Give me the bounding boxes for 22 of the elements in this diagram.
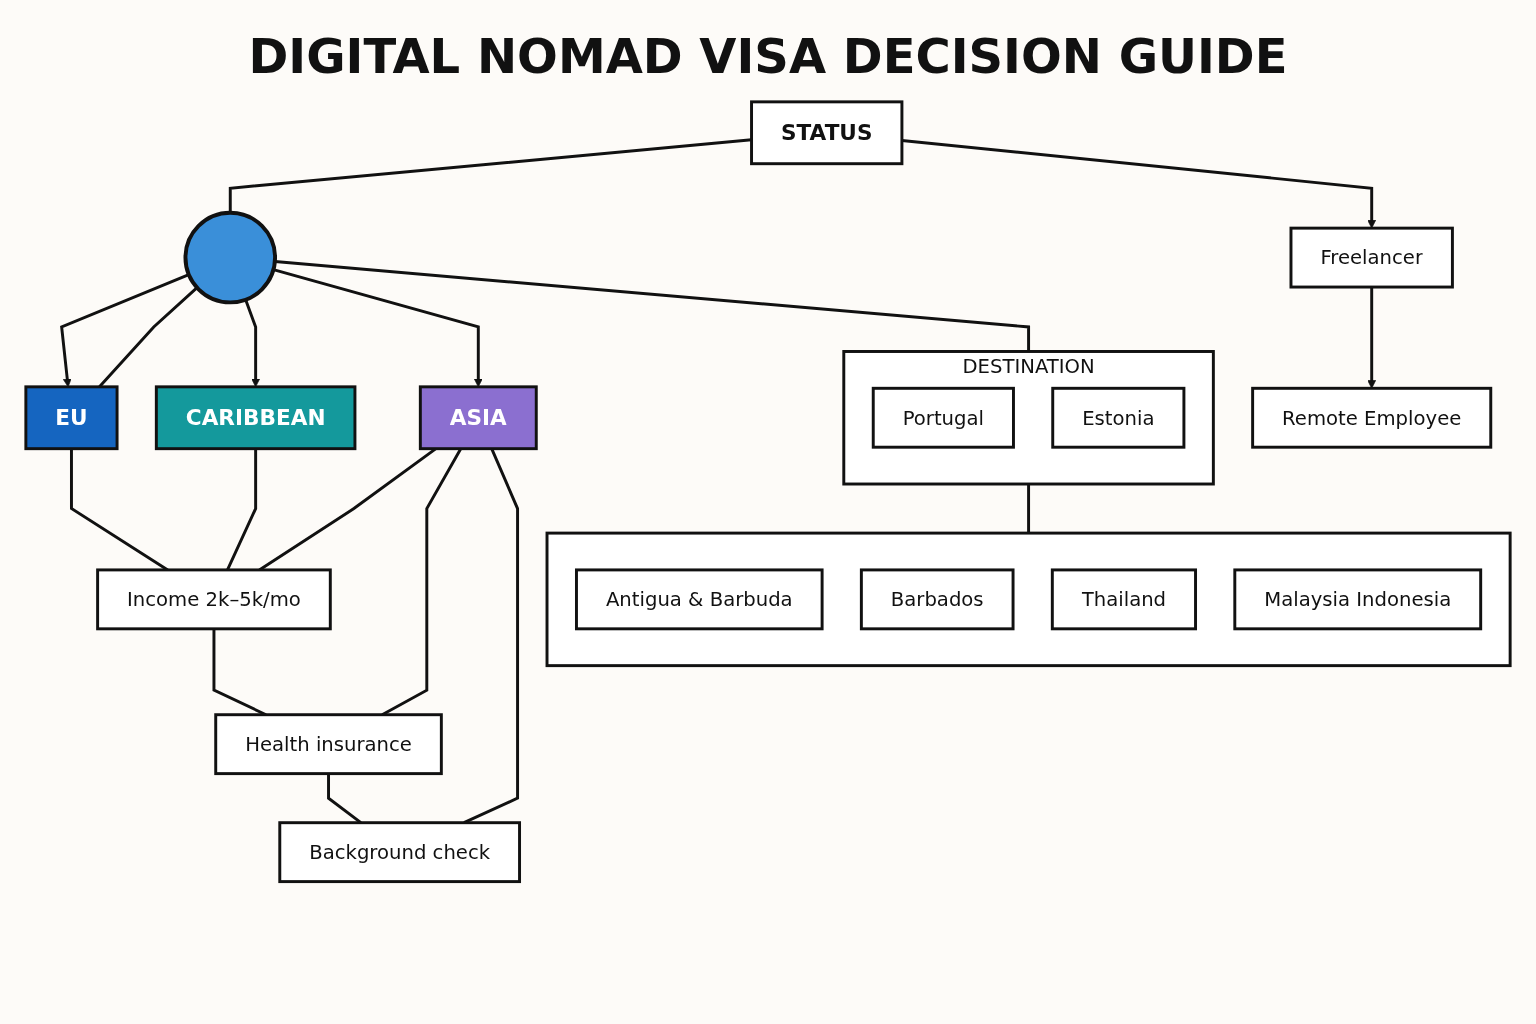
node-box: Barbados	[859, 568, 1015, 631]
connector	[1027, 484, 1031, 534]
node-box: Antigua & Barbuda	[575, 568, 824, 631]
node-box: Background check	[278, 821, 521, 884]
node-box: Health insurance	[214, 713, 443, 776]
node-box: Portugal	[871, 386, 1015, 449]
node-box: Thailand	[1050, 568, 1197, 631]
node-box: Freelancer	[1289, 226, 1454, 289]
diagram-title: DIGITAL NOMAD VISA DECISION GUIDE	[247, 27, 1289, 86]
node-box: EU	[24, 385, 119, 451]
cluster	[545, 531, 1512, 668]
arrow	[1367, 287, 1376, 389]
node-box: Income 2k–5k/mo	[96, 568, 332, 631]
connector	[228, 138, 752, 213]
arrow	[901, 138, 1376, 229]
node-circle	[183, 210, 278, 305]
node-box: CARIBBEAN	[154, 385, 357, 451]
node-box: Remote Employee	[1251, 386, 1493, 449]
node-box: STATUS	[750, 100, 904, 166]
node-box: ASIA	[418, 385, 538, 451]
node-box: Estonia	[1051, 386, 1186, 449]
node-box: Malaysia Indonesia	[1233, 568, 1483, 631]
